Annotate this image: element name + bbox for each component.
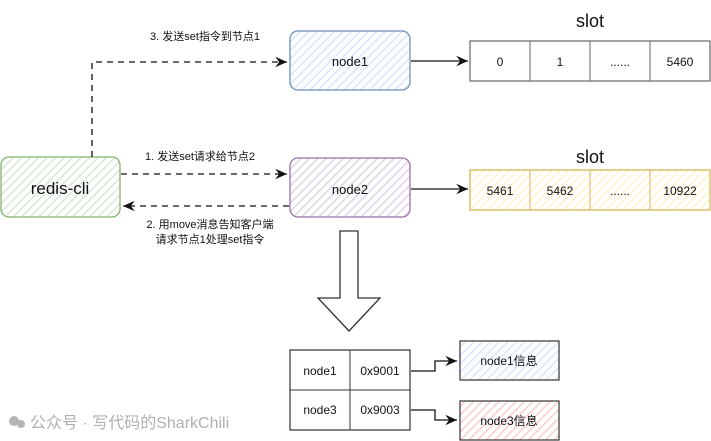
slot-table-node1: slot 0 1 ...... 5460 (469, 11, 711, 82)
node2-node: node2 (289, 157, 411, 218)
redis-cli-node: redis-cli (0, 156, 121, 218)
node1-node: node1 (289, 30, 411, 91)
slot-cell: 0 (497, 55, 504, 69)
node2-label: node2 (332, 182, 368, 197)
set-to-node1-arrow (91, 56, 287, 157)
wechat-icon (9, 416, 19, 426)
addr3-to-info-arrow (411, 409, 457, 426)
redis-cli-label: redis-cli (31, 179, 90, 198)
move-reply-label-line2: 请求节点1处理set指令 (156, 232, 265, 246)
table-addr-cell: 0x9001 (360, 364, 400, 378)
set-to-node2-label: 1. 发送set请求给节点2 (145, 149, 255, 163)
table-node-cell: node3 (303, 403, 337, 417)
watermark: 公众号 · 写代码的SharkChili (9, 414, 229, 432)
node1-info-label: node1信息 (480, 353, 537, 368)
addr1-to-info-arrow (411, 355, 457, 372)
node-table: node1 0x9001 node3 0x9003 (289, 349, 411, 431)
set-to-node1-label: 3. 发送set指令到节点1 (150, 29, 260, 43)
slot-table-node2: slot 5461 5462 ...... 10922 (469, 147, 711, 211)
move-reply-label-line1: 2. 用move消息告知客户端 (146, 217, 273, 231)
node3-info-label: node3信息 (480, 413, 537, 428)
down-arrow-icon (316, 230, 382, 332)
slot-cell: ...... (610, 184, 630, 198)
table-node-cell: node1 (303, 364, 337, 378)
slot-cell: 5461 (487, 184, 514, 198)
slot-title: slot (576, 147, 604, 167)
slot-cell: 1 (557, 55, 564, 69)
watermark-text: 公众号 · 写代码的SharkChili (30, 414, 229, 432)
node3-info-box: node3信息 (459, 400, 560, 441)
slot-title: slot (576, 11, 604, 31)
slot-cell: ...... (610, 55, 630, 69)
node1-label: node1 (332, 54, 368, 69)
table-addr-cell: 0x9003 (360, 403, 400, 417)
slot-cell: 10922 (663, 184, 697, 198)
slot-cell: 5462 (547, 184, 574, 198)
slot-cell: 5460 (667, 55, 694, 69)
node1-info-box: node1信息 (459, 340, 560, 381)
